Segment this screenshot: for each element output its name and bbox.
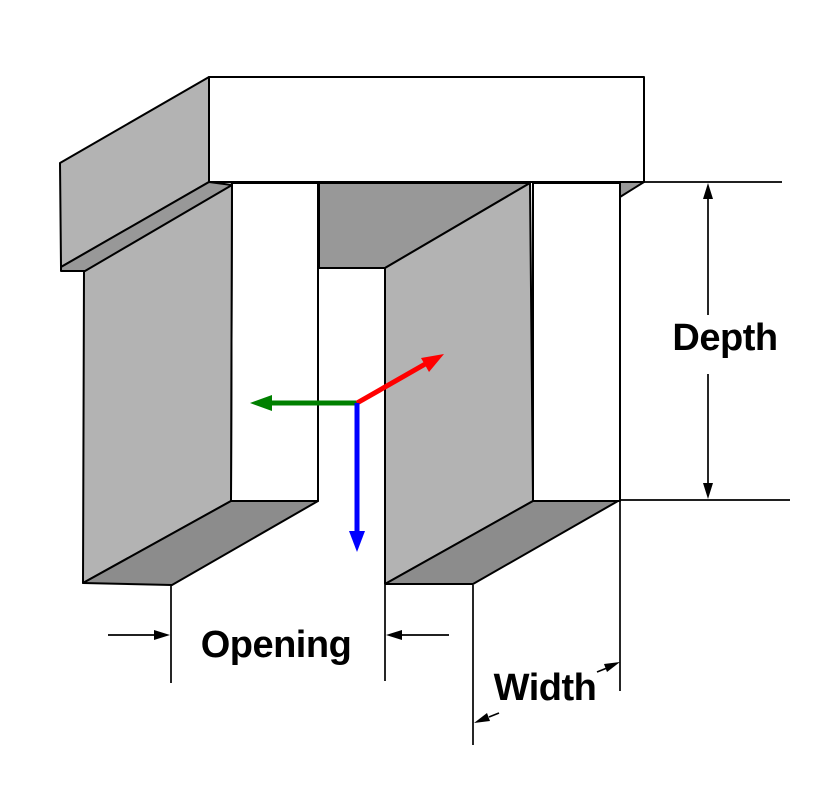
opening-arrowhead-left — [386, 630, 402, 640]
opening-arrowhead-right — [154, 630, 170, 640]
top-plate-front-face — [208, 76, 645, 183]
depth-arrowhead-down — [703, 483, 713, 499]
solid-body — [59, 76, 645, 586]
width-leader-line-right — [596, 667, 608, 673]
y-axis-green-arrowhead-icon — [250, 395, 272, 411]
width-dimension: Width — [472, 501, 621, 745]
width-label: Width — [494, 667, 597, 709]
right-wall-bottom-face — [384, 500, 619, 585]
right-wall-front-face — [532, 182, 621, 502]
top-plate-bottom-right-corner — [619, 181, 645, 198]
x-axis-red-line — [355, 360, 429, 406]
width-arrowhead-lower-left — [474, 713, 490, 723]
width-arrowhead-upper-right — [604, 662, 620, 672]
x-axis-red-arrowhead-icon — [421, 354, 444, 372]
depth-label: Depth — [672, 317, 777, 359]
z-axis-blue-arrowhead-icon — [349, 531, 365, 552]
coordinate-frame — [250, 354, 444, 552]
width-leader-line-left — [488, 712, 500, 718]
depth-dimension: Depth — [620, 181, 790, 501]
opening-dimension: Opening — [108, 585, 449, 683]
left-wall-inner-face — [230, 182, 319, 502]
top-plate-bottom-sliver — [60, 181, 233, 272]
opening-label: Opening — [201, 624, 352, 666]
depth-arrowhead-up — [703, 183, 713, 199]
left-wall-bottom-face — [82, 500, 319, 586]
